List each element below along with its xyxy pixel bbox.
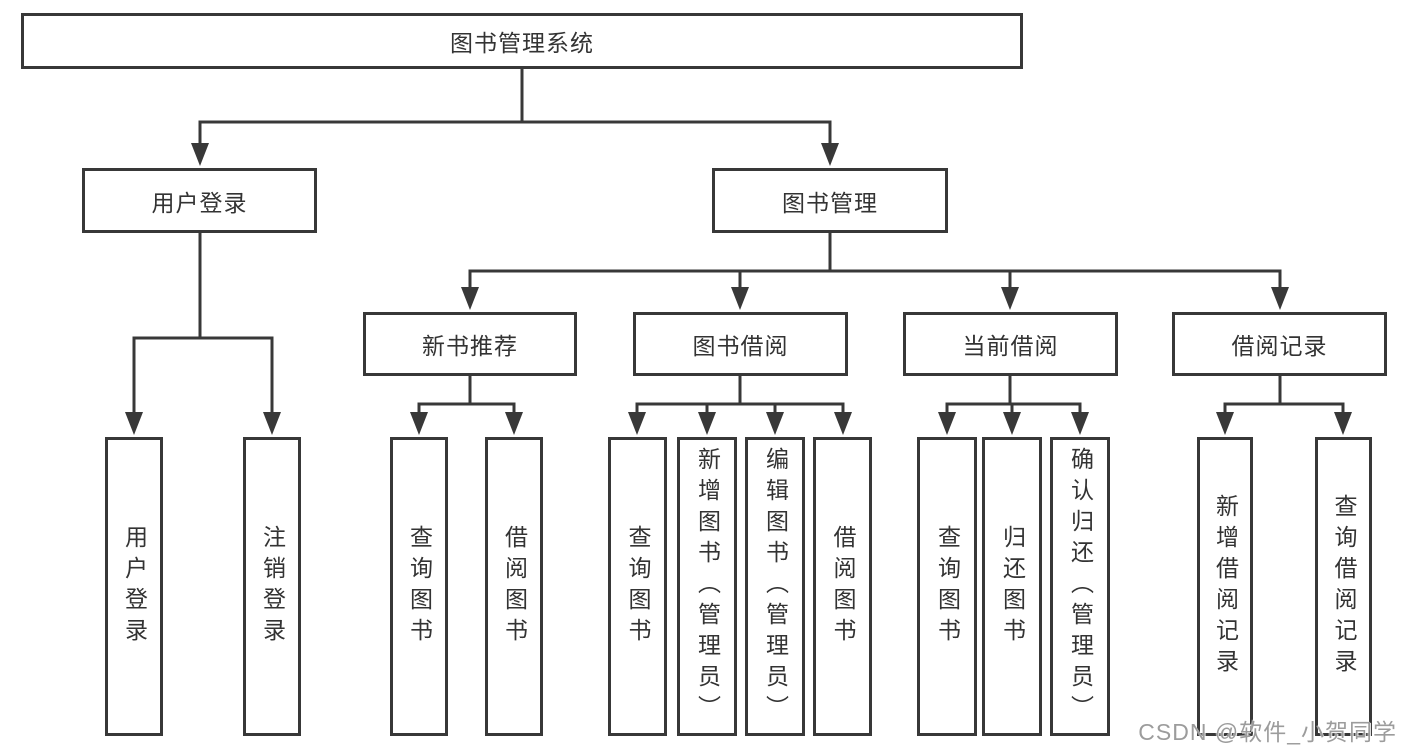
leaf-records-query-record-label: 查询借阅记录 (1331, 493, 1357, 680)
leaf-current-return-books-label: 归还图书 (999, 524, 1026, 649)
leaf-current-return-books: 归还图书 (982, 437, 1042, 736)
node-book-borrow: 图书借阅 (633, 312, 848, 376)
arrowhead-current (1001, 287, 1019, 310)
leaf-recommend-query-books: 查询图书 (390, 437, 448, 736)
leaf-current-confirm-return-admin-label: 确认归还（管理员） (1067, 447, 1094, 726)
node-book-management: 图书管理 (712, 168, 948, 233)
arrowhead-recommend (461, 287, 479, 310)
leaf-borrow-add-books-admin-label: 新增图书（管理员） (694, 447, 721, 726)
arrowhead-records-1 (1216, 412, 1234, 435)
leaf-recommend-query-books-label: 查询图书 (406, 524, 433, 649)
arrowhead-records (1271, 287, 1289, 310)
node-current-borrow: 当前借阅 (903, 312, 1118, 376)
leaf-borrow-add-books-admin: 新增图书（管理员） (677, 437, 737, 736)
leaf-borrow-edit-books-admin-label: 编辑图书（管理员） (762, 447, 789, 726)
node-book-management-label: 图书管理 (782, 189, 878, 216)
leaf-logout: 注销登录 (243, 437, 301, 736)
leaf-borrow-query-books-label: 查询图书 (625, 524, 651, 649)
node-new-book-recommend: 新书推荐 (363, 312, 577, 376)
node-borrow-records-label: 借阅记录 (1231, 333, 1328, 359)
node-current-borrow-label: 当前借阅 (962, 333, 1059, 359)
node-borrow-records: 借阅记录 (1172, 312, 1387, 376)
arrowhead-records-2 (1334, 412, 1352, 435)
leaf-records-query-record: 查询借阅记录 (1315, 437, 1372, 736)
leaf-current-query-books: 查询图书 (917, 437, 977, 736)
node-root-label: 图书管理系统 (450, 30, 594, 56)
leaf-current-query-books-label: 查询图书 (934, 524, 961, 649)
node-user-login-label: 用户登录 (151, 189, 248, 216)
leaf-records-add-record-label: 新增借阅记录 (1212, 493, 1239, 680)
arrowhead-borrow-1 (628, 412, 646, 435)
arrowhead-borrow-2 (698, 412, 716, 435)
arrowhead-borrow-4 (834, 412, 852, 435)
arrowhead-current-2 (1003, 412, 1021, 435)
leaf-user-login: 用户登录 (105, 437, 163, 736)
arrowhead-borrow-3 (766, 412, 784, 435)
leaf-borrow-borrow-books-label: 借阅图书 (830, 524, 856, 649)
node-root-system: 图书管理系统 (21, 13, 1023, 69)
leaf-borrow-query-books: 查询图书 (608, 437, 667, 736)
arrowhead-recommend-1 (410, 412, 428, 435)
arrowhead-current-3 (1071, 412, 1089, 435)
leaf-recommend-borrow-books: 借阅图书 (485, 437, 543, 736)
node-user-login: 用户登录 (82, 168, 317, 233)
arrowhead-borrow (731, 287, 749, 310)
csdn-watermark: CSDN @软件_小贺同学 (1138, 719, 1397, 745)
node-book-borrow-label: 图书借阅 (692, 333, 789, 359)
arrowhead-login-1 (125, 412, 143, 435)
arrowhead-login-2 (263, 412, 281, 435)
leaf-recommend-borrow-books-label: 借阅图书 (501, 524, 528, 649)
arrowhead-book-management (821, 143, 839, 166)
leaf-borrow-edit-books-admin: 编辑图书（管理员） (745, 437, 805, 736)
leaf-records-add-record: 新增借阅记录 (1197, 437, 1253, 736)
arrowhead-current-1 (938, 412, 956, 435)
leaf-user-login-label: 用户登录 (121, 524, 148, 649)
leaf-borrow-borrow-books: 借阅图书 (813, 437, 872, 736)
leaf-current-confirm-return-admin: 确认归还（管理员） (1050, 437, 1110, 736)
node-new-book-recommend-label: 新书推荐 (422, 333, 518, 359)
arrowhead-user-login (191, 143, 209, 166)
leaf-logout-label: 注销登录 (259, 524, 286, 649)
arrowhead-recommend-2 (505, 412, 523, 435)
